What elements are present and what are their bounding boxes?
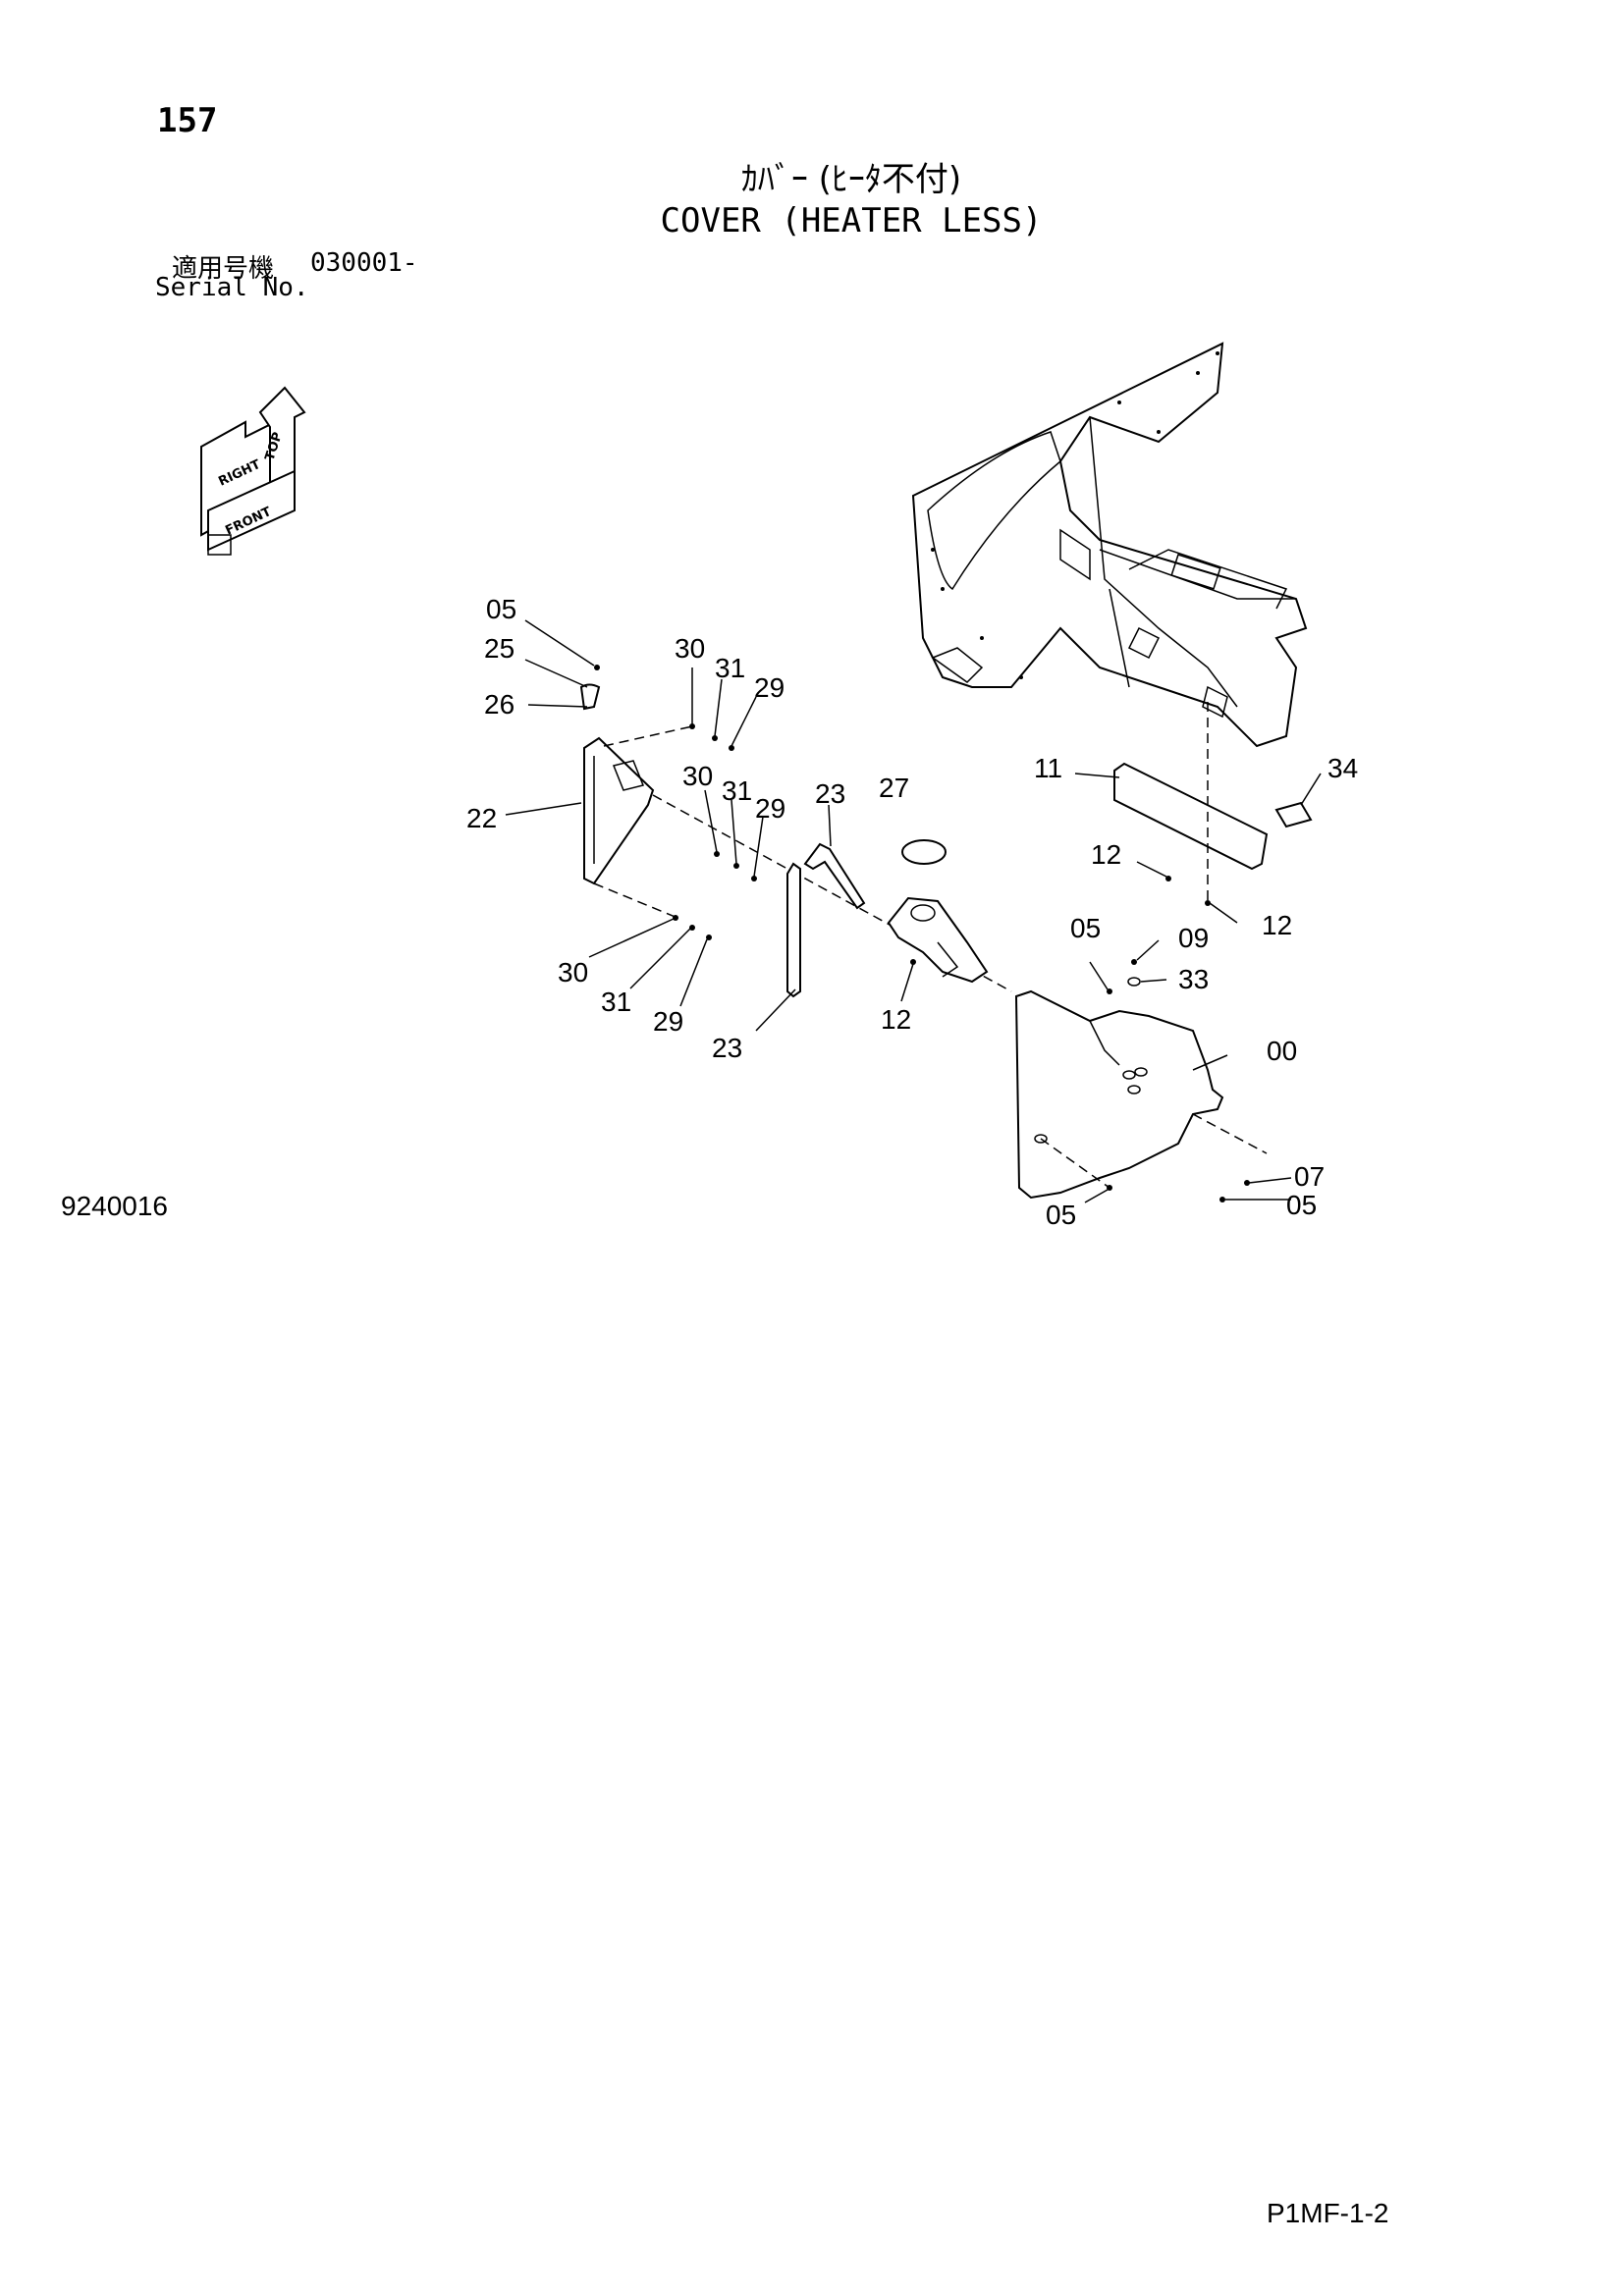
callout-12: 12 [1262,910,1292,940]
page-code: P1MF-1-2 [1267,2198,1389,2228]
callout-23: 23 [712,1033,742,1063]
callout-07: 07 [1294,1161,1325,1192]
callout-33: 33 [1178,964,1209,994]
leader-lines [505,619,1322,1203]
callout-30: 30 [558,957,588,988]
callout-00: 00 [1267,1036,1297,1066]
callout-29: 29 [653,1006,683,1037]
callout-30: 30 [682,761,713,791]
callout-05: 05 [486,594,516,624]
callout-23: 23 [815,778,845,809]
callout-12: 12 [1091,839,1121,870]
callout-26: 26 [484,689,514,720]
callout-12: 12 [881,1004,911,1035]
callout-31: 31 [722,775,752,806]
part-27-drawing [901,839,947,865]
part-25-26-drawing [579,683,601,711]
callout-05: 05 [1286,1190,1317,1220]
part-11-drawing [1113,762,1269,871]
callout-31: 31 [715,653,745,683]
cab-panel-drawing [911,342,1308,748]
part-22-drawing [583,736,655,885]
page-number: 157 [157,101,218,140]
callout-22: 22 [466,803,497,833]
callout-05: 05 [1046,1200,1076,1230]
serial-number-range: 030001- [310,248,418,278]
orientation-indicator-icon: TOP RIGHT FRONT [200,386,306,556]
serial-label-japanese: 適用号機 [172,254,275,284]
part-34-drawing [1274,801,1313,828]
part-23-seal-drawing [786,842,866,998]
callout-29: 29 [755,793,785,824]
callout-25: 25 [484,633,514,664]
callout-27: 27 [879,773,909,803]
callout-31: 31 [601,987,631,1017]
callout-30: 30 [675,633,705,664]
callout-34: 34 [1327,753,1358,783]
callout-29: 29 [754,672,785,703]
part-00-cover-drawing [1014,989,1224,1200]
title-english: COVER (HEATER LESS) [660,201,1043,240]
callout-11: 11 [1034,753,1062,783]
callout-09: 09 [1178,923,1209,953]
duct-assembly-drawing [887,896,989,984]
callout-05: 05 [1070,913,1101,943]
figure-code: 9240016 [61,1191,169,1221]
serial-label-english: Serial No. [155,273,309,302]
title-japanese: ｶﾊﾞｰ (ﾋｰﾀ不付) [740,160,962,199]
